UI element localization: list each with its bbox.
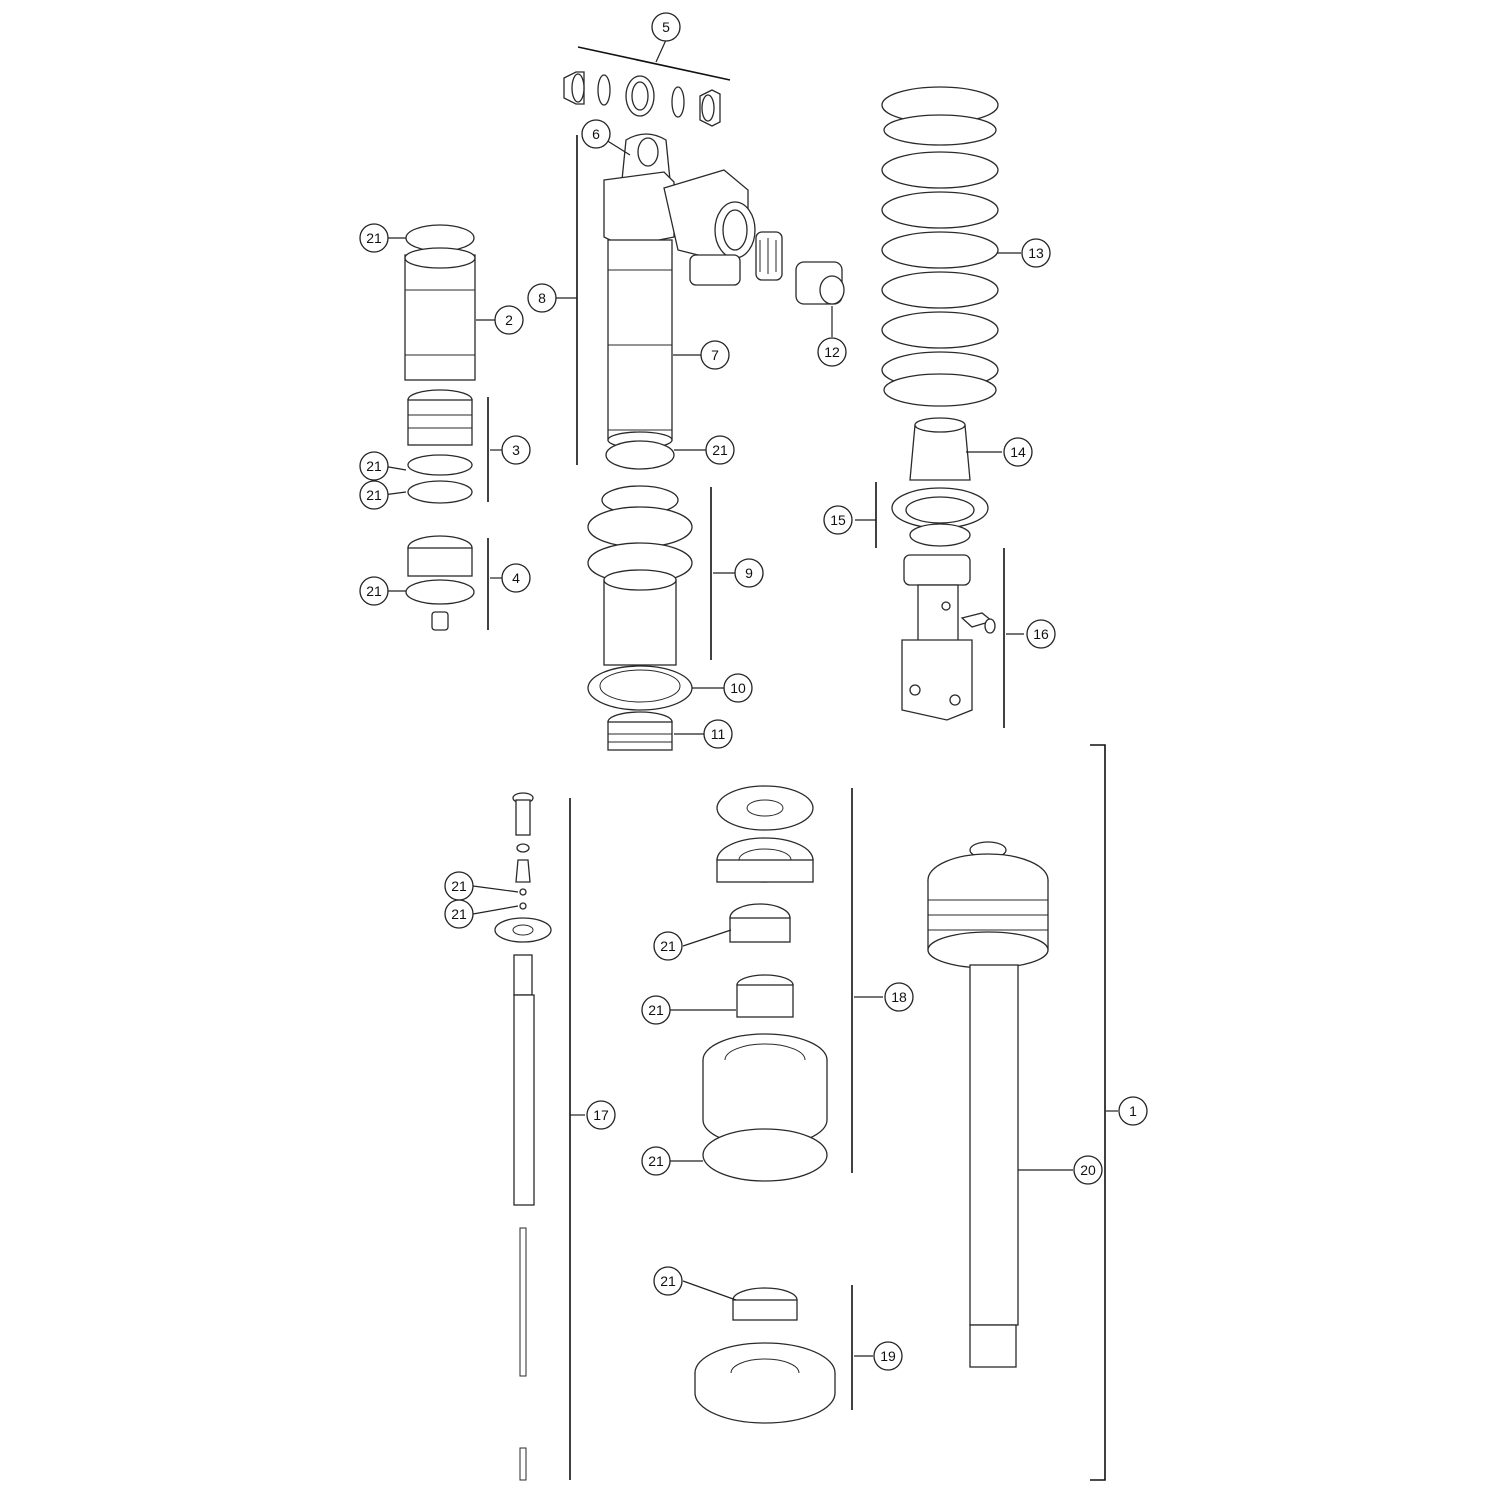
callout-label: 9 xyxy=(745,565,753,581)
callout-8: 8 xyxy=(527,283,557,313)
callout-label: 21 xyxy=(366,487,382,503)
callout-label: 2 xyxy=(505,312,513,328)
callout-14: 14 xyxy=(1003,437,1033,467)
callout-21: 21 xyxy=(444,871,474,901)
sleeve-part xyxy=(404,224,476,381)
callout-11: 11 xyxy=(703,719,733,749)
callout-label: 12 xyxy=(824,344,840,360)
piston-assembly-part xyxy=(407,389,489,504)
callout-21: 21 xyxy=(641,1146,671,1176)
callout-21: 21 xyxy=(653,931,683,961)
callout-21: 21 xyxy=(359,451,389,481)
callout-21: 21 xyxy=(653,1266,683,1296)
adjuster-knob-part xyxy=(755,231,845,305)
callout-label: 17 xyxy=(593,1107,609,1123)
spring-collar-part xyxy=(587,485,712,666)
callout-label: 21 xyxy=(712,442,728,458)
callout-5: 5 xyxy=(651,12,681,42)
callout-7: 7 xyxy=(700,340,730,370)
callout-label: 6 xyxy=(592,126,600,142)
end-cap-part xyxy=(607,711,673,751)
callout-label: 21 xyxy=(660,1273,676,1289)
callout-label: 21 xyxy=(451,878,467,894)
callout-15: 15 xyxy=(823,505,853,535)
callout-21: 21 xyxy=(705,435,735,465)
callout-6: 6 xyxy=(581,119,611,149)
seal-head-part xyxy=(702,785,853,1182)
bump-stop-part xyxy=(909,417,971,481)
callout-21: 21 xyxy=(359,576,389,606)
callout-label: 5 xyxy=(662,19,670,35)
clevis-mount-part xyxy=(901,548,1005,728)
callout-21: 21 xyxy=(359,480,389,510)
callout-21: 21 xyxy=(359,223,389,253)
callout-21: 21 xyxy=(444,899,474,929)
shaft-assembly-part xyxy=(494,792,571,1481)
callout-13: 13 xyxy=(1021,238,1051,268)
callout-label: 10 xyxy=(730,680,746,696)
callout-label: 21 xyxy=(648,1153,664,1169)
cap-assembly-part xyxy=(405,535,489,631)
callout-1: 1 xyxy=(1118,1096,1148,1126)
callout-label: 21 xyxy=(366,230,382,246)
callout-label: 1 xyxy=(1129,1103,1137,1119)
callout-label: 20 xyxy=(1080,1162,1096,1178)
callout-label: 3 xyxy=(512,442,520,458)
callout-label: 14 xyxy=(1010,444,1026,460)
callout-2: 2 xyxy=(494,305,524,335)
callout-9: 9 xyxy=(734,558,764,588)
callout-20: 20 xyxy=(1073,1155,1103,1185)
damper-shaft-part xyxy=(927,841,1049,1368)
callout-19: 19 xyxy=(873,1341,903,1371)
callout-17: 17 xyxy=(586,1100,616,1130)
preload-ring-part xyxy=(875,482,989,548)
callout-label: 8 xyxy=(538,290,546,306)
o-ring-21-part xyxy=(605,440,675,470)
callout-label: 21 xyxy=(660,938,676,954)
shock-body-part xyxy=(576,133,756,465)
callout-label: 21 xyxy=(648,1002,664,1018)
callout-4: 4 xyxy=(501,563,531,593)
coil-spring-part xyxy=(881,86,999,407)
callout-3: 3 xyxy=(501,435,531,465)
callout-12: 12 xyxy=(817,337,847,367)
callout-label: 4 xyxy=(512,570,520,586)
callout-label: 21 xyxy=(366,458,382,474)
callout-label: 15 xyxy=(830,512,846,528)
callout-label: 11 xyxy=(711,726,726,742)
callout-label: 13 xyxy=(1028,245,1044,261)
callout-label: 21 xyxy=(451,906,467,922)
assembly-bracket xyxy=(1090,744,1106,1481)
callout-label: 18 xyxy=(891,989,907,1005)
washer-part xyxy=(587,665,693,711)
callout-16: 16 xyxy=(1026,619,1056,649)
callout-10: 10 xyxy=(723,673,753,703)
callout-18: 18 xyxy=(884,982,914,1012)
callout-label: 16 xyxy=(1033,626,1049,642)
callout-label: 19 xyxy=(880,1348,896,1364)
bottom-cap-part xyxy=(694,1285,853,1424)
bushing-kit-part xyxy=(563,46,731,127)
callout-label: 7 xyxy=(711,347,719,363)
callout-label: 21 xyxy=(366,583,382,599)
callout-21: 21 xyxy=(641,995,671,1025)
